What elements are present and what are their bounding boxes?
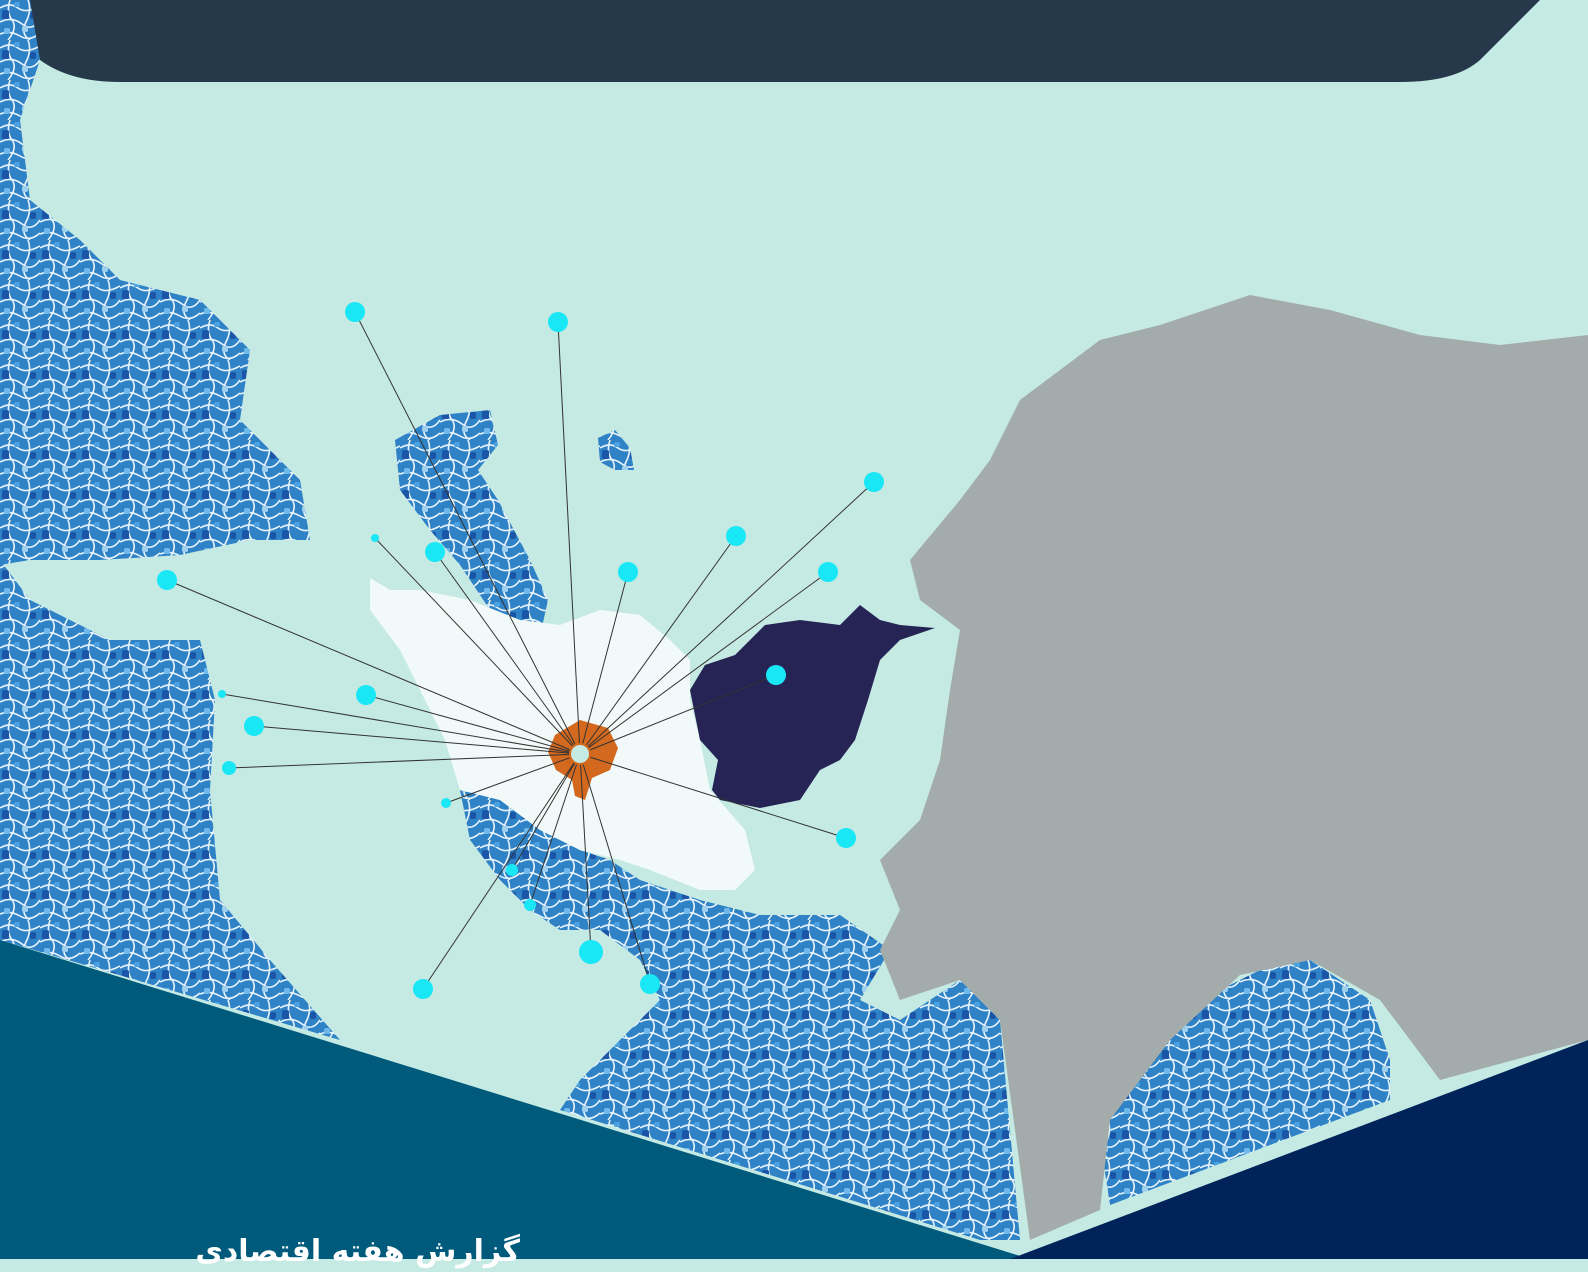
flow-link (579, 481, 875, 755)
destination-node[interactable] (345, 302, 365, 322)
flow-link (422, 753, 581, 990)
partner-country (690, 605, 935, 808)
header-bar (30, 0, 1540, 82)
mediterranean-black-sea (0, 0, 310, 565)
flow-link (511, 753, 581, 871)
flow-link (529, 753, 581, 906)
caspian-sea (395, 410, 548, 640)
destination-node[interactable] (726, 526, 746, 546)
destination-node[interactable] (836, 828, 856, 848)
destination-node[interactable] (413, 979, 433, 999)
flow-link (579, 753, 592, 953)
destination-node[interactable] (244, 716, 264, 736)
flow-link (557, 321, 581, 755)
east-region (880, 295, 1588, 1240)
destination-node[interactable] (640, 974, 660, 994)
destination-node[interactable] (618, 562, 638, 582)
destination-node[interactable] (222, 761, 236, 775)
flow-link (579, 571, 829, 755)
red-sea-gulf-of-aden (0, 560, 340, 1040)
aral-sea (598, 430, 634, 470)
flow-link (166, 579, 581, 755)
destination-node[interactable] (356, 685, 376, 705)
flow-link (354, 311, 581, 755)
flow-link (579, 753, 847, 839)
destination-node[interactable] (766, 665, 786, 685)
destination-node[interactable] (506, 864, 518, 876)
flow-link (579, 674, 777, 755)
footer-caption: گزارش هفته اقتصادی (195, 1234, 520, 1269)
destination-node[interactable] (157, 570, 177, 590)
destination-node[interactable] (371, 534, 379, 542)
destination-node[interactable] (818, 562, 838, 582)
flow-link (579, 535, 737, 755)
flow-link (365, 694, 581, 755)
flow-link (253, 725, 581, 755)
destination-node[interactable] (524, 899, 536, 911)
land-regions (370, 295, 1588, 1240)
destination-node[interactable] (864, 472, 884, 492)
flow-link (434, 551, 581, 755)
destination-node[interactable] (218, 690, 226, 698)
destination-node[interactable] (548, 312, 568, 332)
flow-link (221, 693, 581, 755)
destination-nodes (157, 302, 884, 999)
footer-navy-panel (1010, 1040, 1588, 1259)
bay-of-bengal (1100, 960, 1390, 1205)
water-bodies (0, 0, 1390, 1240)
flow-links (166, 311, 875, 990)
origin-hub (569, 743, 591, 765)
flow-link (579, 753, 651, 985)
flow-link (374, 537, 581, 755)
destination-node[interactable] (425, 542, 445, 562)
destination-node[interactable] (441, 798, 451, 808)
flow-link (579, 571, 629, 755)
persian-gulf (460, 790, 1020, 1240)
footer-teal-panel (0, 940, 1030, 1259)
flow-link (445, 753, 581, 804)
destination-node[interactable] (579, 940, 603, 964)
flow-link (228, 753, 581, 769)
